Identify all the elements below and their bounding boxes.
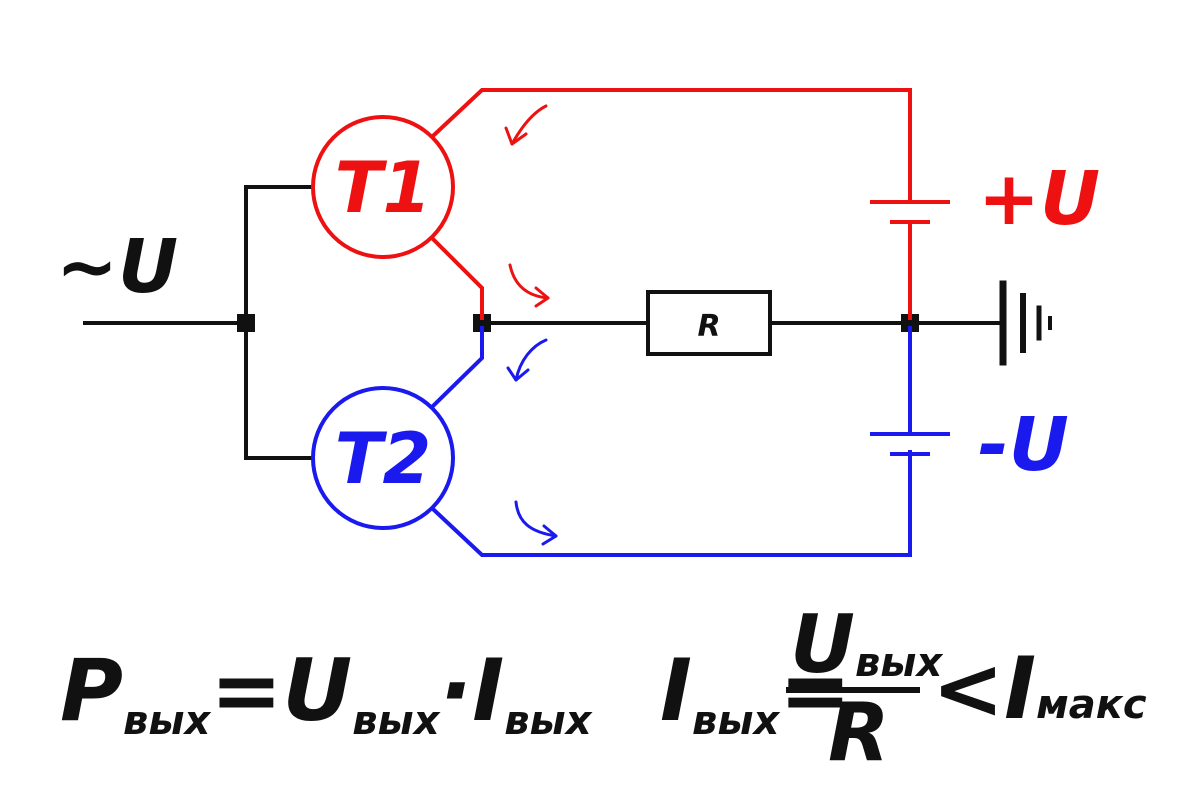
power-formula: Pвых=Uвых·Iвых	[60, 641, 593, 744]
current-arrow-blue-bottom	[514, 500, 558, 546]
current-arrow-red-top	[504, 104, 548, 146]
t2-emitter-wire	[431, 450, 912, 557]
blue-wiring	[431, 326, 950, 557]
t1-collector-wire	[431, 88, 912, 200]
transistor-t2-label: T2	[335, 418, 431, 500]
t2-collector-wire	[431, 326, 484, 408]
input-voltage-label: ~U	[56, 224, 178, 310]
current-formula-denominator: R	[828, 686, 890, 779]
ground-junction	[901, 314, 919, 332]
base-bus	[244, 185, 316, 460]
t1-emitter-wire	[431, 237, 484, 320]
resistor-label: R	[697, 309, 720, 344]
current-formula: Iвых= Uвых R <Iмакс	[660, 598, 1147, 779]
current-arrow-red-mid	[508, 263, 550, 308]
input-junction	[237, 314, 255, 332]
transistor-t1-label: T1	[335, 147, 431, 229]
black-wiring	[83, 185, 1005, 460]
current-formula-rhs: <Iмакс	[932, 639, 1147, 739]
ground-icon	[999, 280, 1052, 366]
resistor-body	[646, 290, 772, 356]
power-formula-p: Pвых=Uвых·Iвых	[60, 641, 593, 744]
output-junction	[473, 314, 491, 332]
current-formula-lhs: Iвых=	[660, 641, 851, 744]
current-arrow-blue-mid	[506, 338, 548, 382]
transistor-t2	[311, 386, 455, 530]
minus-supply-label: -U	[978, 402, 1069, 488]
plus-supply-label: +U	[978, 156, 1100, 242]
current-formula-numerator: Uвых	[790, 598, 943, 691]
transistor-t1	[311, 115, 455, 259]
red-wiring	[431, 88, 950, 320]
